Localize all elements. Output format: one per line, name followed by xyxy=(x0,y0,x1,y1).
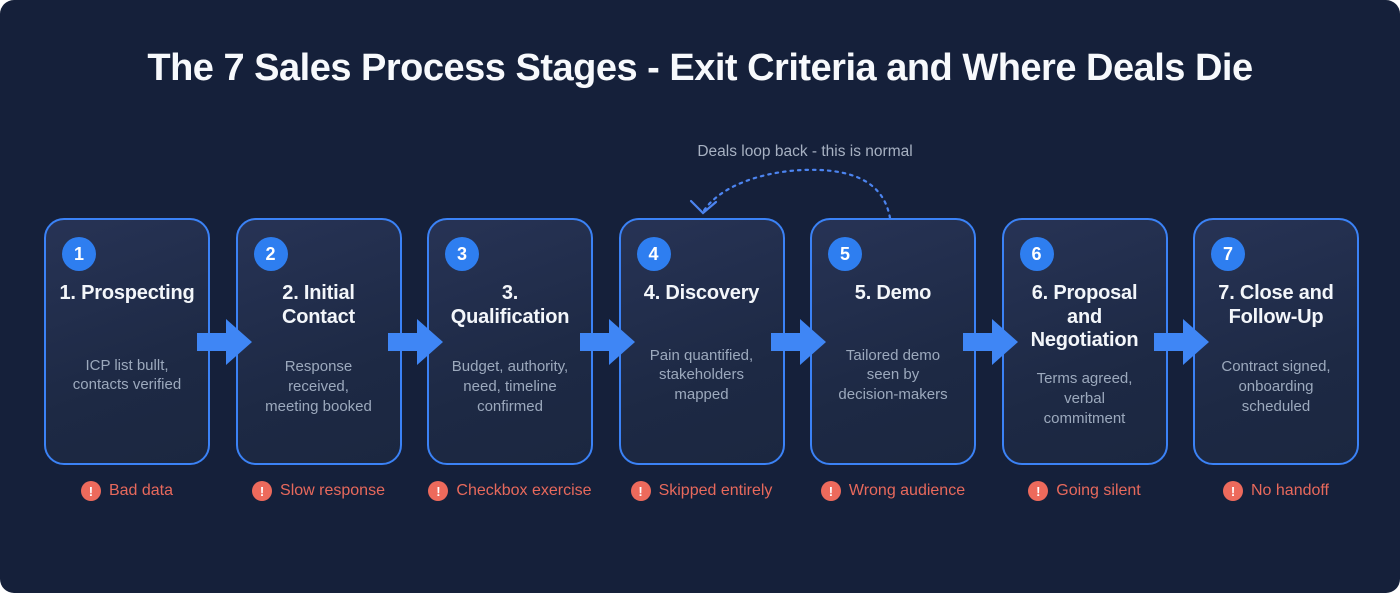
stage-exit-criteria: Response received, meeting booked xyxy=(265,358,372,415)
stage-title: 7. Close and Follow-Up xyxy=(1218,282,1334,328)
stage-exit-criteria: Terms agreed, verbal commitment xyxy=(1036,370,1133,427)
exclamation-icon: ! xyxy=(820,481,841,501)
stage-card-5: 5 5. Demo Tailored demo seen by decision… xyxy=(771,218,976,465)
stage-number-badge: 3 xyxy=(445,237,479,271)
failure-label: Skipped entirely xyxy=(658,482,773,499)
failure-label: Bad data xyxy=(108,482,174,499)
stage-title: 4. Discovery xyxy=(643,282,760,304)
stage-number-badge: 7 xyxy=(1211,237,1245,271)
failure-label: Checkbox exercise xyxy=(456,482,592,499)
stage-number-badge: 1 xyxy=(62,237,96,271)
exclamation-icon: ! xyxy=(252,481,273,501)
stage-card-7: 7 7. Close and Follow-Up Contract signed… xyxy=(1154,218,1359,465)
stage-title: 1. Prospecting xyxy=(59,282,195,304)
stage-column-1: 1 1. Prospecting ICP list bullt, contact… xyxy=(44,218,210,501)
failure-warning: ! Bad data xyxy=(80,481,174,501)
stage-card-3: 3 3. Qualification Budget, authority, ne… xyxy=(388,218,593,465)
exclamation-icon: ! xyxy=(428,481,449,501)
flow-arrow-icon xyxy=(962,318,1019,366)
stage-column-2: 2 2. Initial Contact Response received, … xyxy=(196,218,402,501)
failure-label: Wrong audience xyxy=(848,482,966,499)
stage-flow: 1 1. Prospecting ICP list bullt, contact… xyxy=(44,218,1359,501)
stage-card-4: 4 4. Discovery Pain quantified, stakehol… xyxy=(579,218,785,465)
stage-column-5: 5 5. Demo Tailored demo seen by decision… xyxy=(771,218,976,501)
stage-title: 3. Qualification xyxy=(450,282,570,328)
exclamation-icon: ! xyxy=(80,481,101,501)
loop-back-annotation: Deals loop back - this is normal xyxy=(697,143,913,160)
stage-column-4: 4 4. Discovery Pain quantified, stakehol… xyxy=(579,218,785,501)
stage-exit-criteria: Tailored demo seen by decision-makers xyxy=(838,346,948,404)
failure-warning: ! Checkbox exercise xyxy=(428,481,592,501)
failure-label: Going silent xyxy=(1056,482,1141,499)
failure-warning: ! Going silent xyxy=(1028,481,1141,501)
flow-arrow-icon xyxy=(1154,318,1210,366)
flow-arrow-icon xyxy=(771,318,827,366)
stage-exit-criteria: Budget, authority, need, timeline confir… xyxy=(451,358,569,415)
stage-exit-criteria: Pain quantified, stakeholders mapped xyxy=(649,346,754,404)
stage-title: 6. Proposal and Negotiation xyxy=(1030,282,1139,352)
stage-card-1: 1 1. Prospecting ICP list bullt, contact… xyxy=(44,218,210,465)
stage-card-6: 6 6. Proposal and Negotiation Terms agre… xyxy=(962,218,1168,465)
stage-number-badge: 2 xyxy=(253,237,288,271)
stage-number-badge: 5 xyxy=(828,237,862,271)
failure-warning: ! Slow response xyxy=(252,481,385,501)
exclamation-icon: ! xyxy=(630,481,651,501)
page-title: The 7 Sales Process Stages - Exit Criter… xyxy=(147,47,1253,89)
stage-exit-criteria: ICP list bullt, contacts verified xyxy=(72,356,182,394)
failure-warning: ! Wrong audience xyxy=(820,481,966,501)
stage-title: 5. Demo xyxy=(854,282,932,304)
exclamation-icon: ! xyxy=(1028,481,1049,501)
stage-title: 2. Initial Contact xyxy=(281,282,356,328)
failure-warning: ! No handoff xyxy=(1223,481,1329,501)
stage-column-3: 3 3. Qualification Budget, authority, ne… xyxy=(388,218,593,501)
flow-arrow-icon xyxy=(579,318,636,366)
stage-number-badge: 4 xyxy=(636,237,671,271)
exclamation-icon: ! xyxy=(1223,481,1243,501)
loop-back-arrow-icon xyxy=(689,168,892,220)
stage-column-6: 6 6. Proposal and Negotiation Terms agre… xyxy=(962,218,1168,501)
stage-number-badge: 6 xyxy=(1019,237,1054,271)
flow-arrow-icon xyxy=(196,318,253,366)
failure-label: Slow response xyxy=(280,482,385,499)
flow-arrow-icon xyxy=(388,318,444,366)
stage-card-2: 2 2. Initial Contact Response received, … xyxy=(196,218,402,465)
stage-column-7: 7 7. Close and Follow-Up Contract signed… xyxy=(1154,218,1359,501)
failure-warning: ! Skipped entirely xyxy=(630,481,773,501)
stage-exit-criteria: Contract signed, onboarding scheduled xyxy=(1221,358,1331,415)
failure-label: No handoff xyxy=(1251,482,1329,499)
